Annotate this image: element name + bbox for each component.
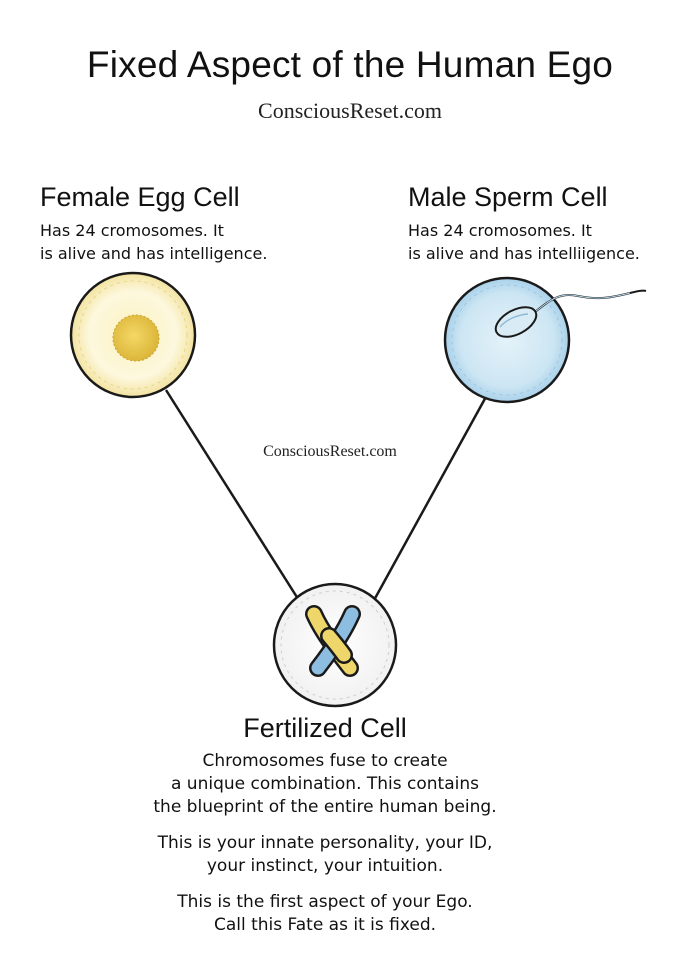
egg-cell-description: Has 24 cromosomes. It is alive and has i… — [40, 219, 267, 265]
paragraph-line: Call this Fate as it is fixed. — [213, 915, 437, 935]
page-title: Fixed Aspect of the Human Ego — [86, 44, 614, 85]
paragraph-line: the blueprint of the entire human being. — [153, 797, 497, 817]
sperm-cell — [443, 276, 647, 404]
sperm-cell-heading: Male Sperm Cell — [408, 182, 608, 212]
fertilized-cell — [272, 582, 398, 708]
egg-connector-line — [164, 389, 302, 603]
paragraph-line: your instinct, your intuition. — [206, 856, 444, 876]
egg-cell-caption: Female Egg Cell Has 24 cromosomes. It is… — [40, 182, 267, 265]
paragraph-line: This is the first aspect of your Ego. — [177, 892, 473, 912]
fertilized-paragraph-blueprint: Chromosomes fuse to create a unique comb… — [0, 750, 650, 819]
sperm-cell-caption: Male Sperm Cell Has 24 cromosomes. It is… — [408, 182, 640, 265]
egg-cell — [69, 271, 197, 399]
sperm-desc-line: Has 24 cromosomes. It — [408, 221, 592, 240]
fertilized-paragraph-fate: This is the first aspect of your Ego. Ca… — [0, 891, 650, 937]
fertilized-paragraph-personality: This is your innate personality, your ID… — [0, 832, 650, 878]
sperm-connector-line — [371, 394, 489, 603]
egg-cell-heading: Female Egg Cell — [40, 182, 240, 212]
paragraph-line: This is your innate personality, your ID… — [157, 833, 493, 853]
egg-desc-line: is alive and has intelligence. — [40, 244, 268, 263]
fertilized-cell-caption: Fertilized Cell Chromosomes fuse to crea… — [0, 713, 650, 937]
paragraph-line: Chromosomes fuse to create — [202, 751, 448, 771]
paragraph-line: a unique combination. This contains — [170, 774, 479, 794]
fertilized-cell-heading: Fertilized Cell — [243, 713, 407, 743]
sperm-desc-line: is alive and has intelliigence. — [408, 244, 640, 263]
egg-nucleus — [113, 315, 159, 361]
site-name: ConsciousReset.com — [258, 98, 442, 123]
egg-desc-line: Has 24 cromosomes. It — [40, 221, 224, 240]
chromosome-x-icon — [305, 605, 361, 677]
watermark-site-name: ConsciousReset.com — [263, 443, 397, 460]
sperm-cell-description: Has 24 cromosomes. It is alive and has i… — [408, 219, 640, 265]
